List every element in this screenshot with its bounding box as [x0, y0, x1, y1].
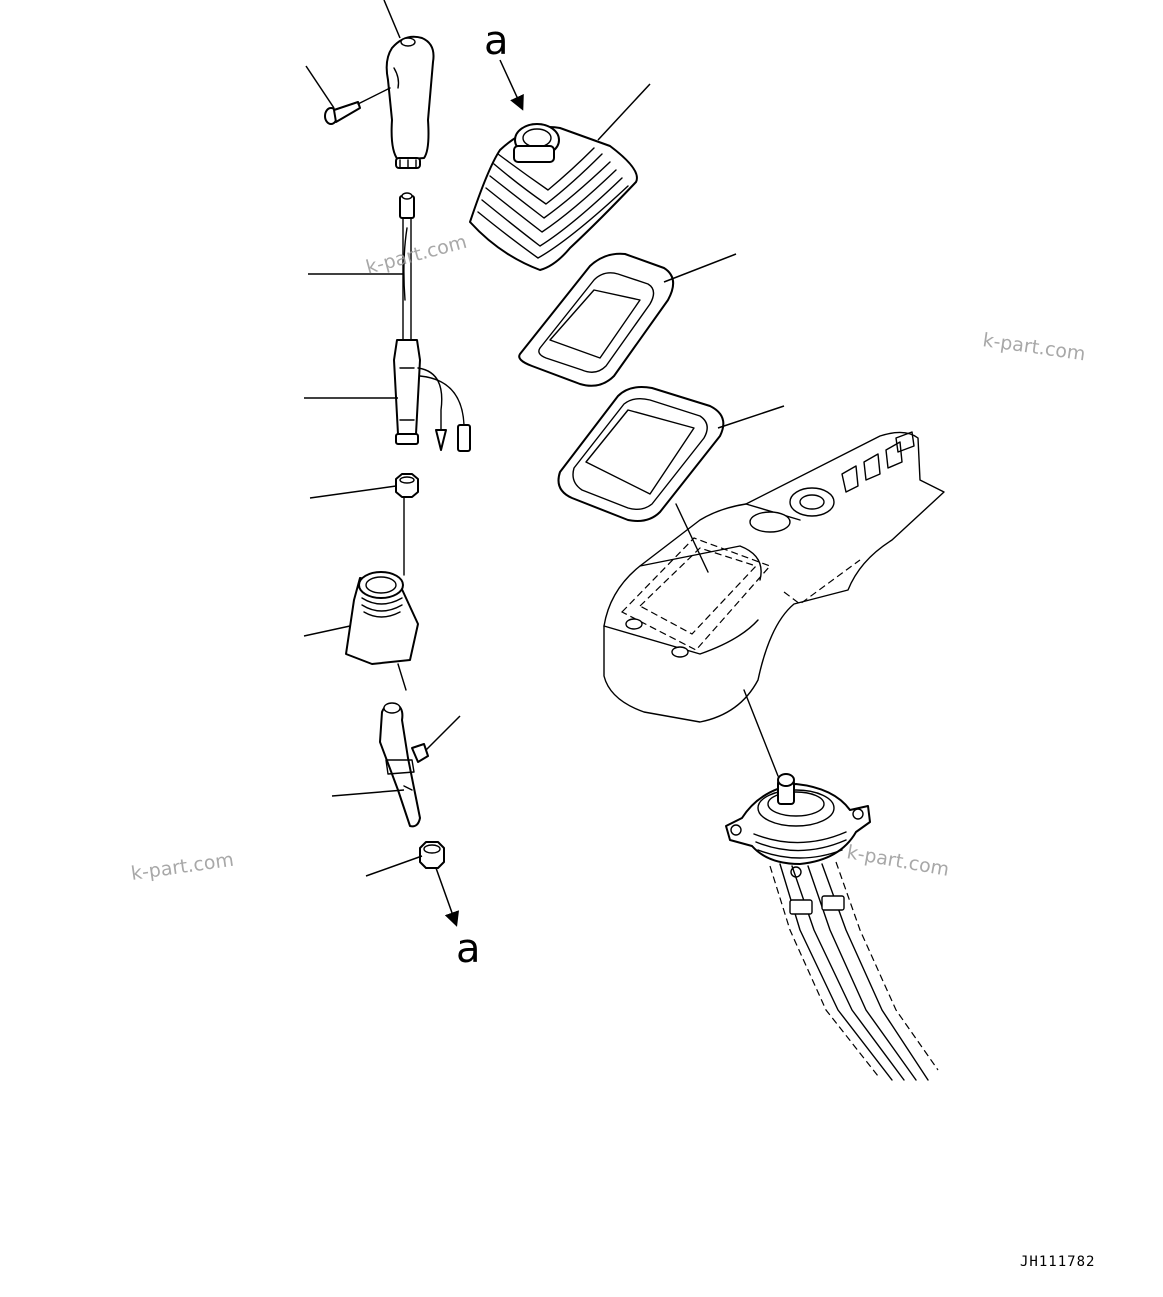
watermark-upper-right: k-part.com — [981, 329, 1087, 365]
nut-lower — [419, 841, 445, 869]
ref-label-a-top: a — [484, 18, 509, 64]
lever-knob — [385, 35, 435, 169]
bellows-boot — [469, 83, 651, 271]
watermark-lower-left: k-part.com — [130, 849, 236, 885]
ref-label-a-bottom: a — [456, 926, 481, 972]
lever-rod — [379, 702, 429, 828]
pilot-valve — [725, 773, 939, 1081]
operator-console — [603, 431, 945, 777]
lever-boot — [345, 571, 419, 691]
arrow-to-ref-a-bottom — [435, 867, 460, 927]
watermark-lower-right: k-part.com — [845, 841, 951, 881]
leader-lines-left — [303, 0, 461, 877]
frame-lower — [557, 386, 785, 522]
switch-harness — [399, 192, 415, 346]
watermark-upper-left: k-part.com — [364, 231, 470, 279]
knob-screw — [324, 87, 391, 125]
nut-upper — [395, 473, 419, 576]
frame-upper — [518, 252, 737, 387]
arrow-to-ref-a-top — [499, 59, 524, 111]
drawing-code: JH111782 — [1020, 1254, 1095, 1270]
switch-body — [393, 339, 471, 452]
